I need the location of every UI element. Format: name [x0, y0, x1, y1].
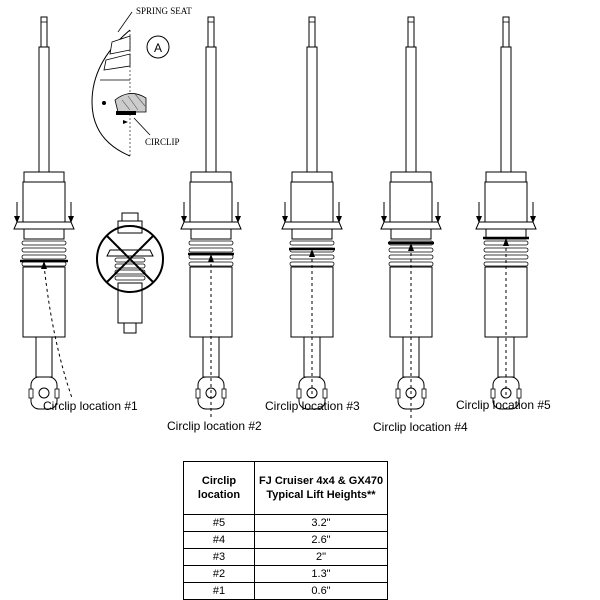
incorrect-install-detail [96, 212, 164, 334]
shock-diagram: A SPRING SEAT CIRCLIP Circlip location #… [13, 6, 551, 434]
circlip-location-3-label: Circlip location #3 [265, 399, 360, 413]
detail-marker: A [154, 41, 162, 55]
row-location: #1 [183, 582, 255, 600]
leader-arrowheads [41, 238, 509, 269]
row-lift: 3.2" [254, 514, 388, 532]
circlip-location-1-label: Circlip location #1 [43, 399, 138, 413]
circlip-label: CIRCLIP [145, 137, 180, 147]
row-location: #3 [183, 548, 255, 566]
detail-marker-circle [146, 35, 170, 59]
spring-seat-label: SPRING SEAT [136, 6, 192, 16]
circlip-location-5-label: Circlip location #5 [456, 398, 551, 412]
lift-height-table: Circlip location FJ Cruiser 4x4 & GX470 … [183, 461, 388, 600]
row-lift: 0.6" [254, 582, 388, 600]
prohibited-icon [96, 225, 164, 293]
table-row: #5 3.2" [183, 514, 388, 532]
table-row: #4 2.6" [183, 531, 388, 549]
table-header-row: Circlip location FJ Cruiser 4x4 & GX470 … [183, 461, 388, 515]
circlip-location-2-label: Circlip location #2 [167, 419, 262, 433]
header-lift-heights: FJ Cruiser 4x4 & GX470 Typical Lift Heig… [254, 461, 388, 515]
row-location: #5 [183, 514, 255, 532]
row-lift: 2" [254, 548, 388, 566]
table-row: #2 1.3" [183, 565, 388, 583]
row-location: #4 [183, 531, 255, 549]
leader-lines [43, 242, 507, 418]
row-location: #2 [183, 565, 255, 583]
shock-absorber-1 [13, 16, 75, 410]
header-circlip-location: Circlip location [183, 461, 255, 515]
row-lift: 2.6" [254, 531, 388, 549]
row-lift: 1.3" [254, 565, 388, 583]
table-row: #1 0.6" [183, 582, 388, 600]
table-row: #3 2" [183, 548, 388, 566]
circlip-location-4-label: Circlip location #4 [373, 420, 468, 434]
spring-seat-detail: A SPRING SEAT CIRCLIP [91, 6, 192, 157]
